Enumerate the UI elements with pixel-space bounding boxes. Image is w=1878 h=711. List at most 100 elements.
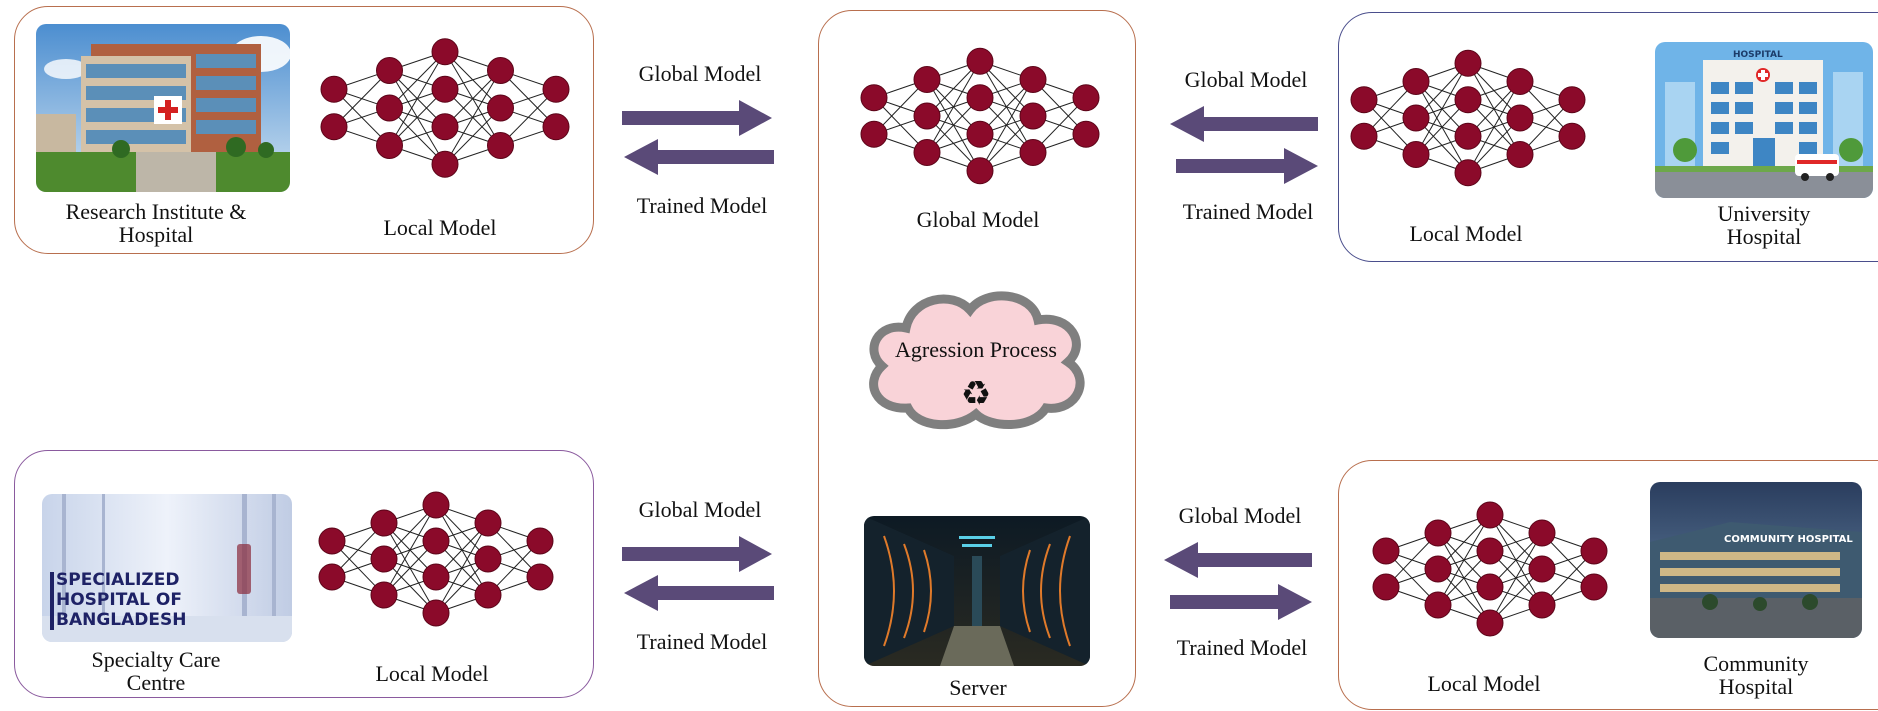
local-model-network-top-left <box>320 38 570 178</box>
arrow-pair-bottom-right <box>1164 542 1312 620</box>
network-node <box>487 94 514 122</box>
network-node <box>474 545 502 573</box>
cloud-icon <box>869 291 1085 430</box>
global-model-network <box>860 47 1100 185</box>
community-hospital-sign: COMMUNITY HOSPITAL <box>1724 534 1853 545</box>
arrow-label-global-top-left: Global Model <box>638 61 762 86</box>
network-node <box>487 57 514 84</box>
client-box-community-hospital <box>1338 460 1878 710</box>
local-model-label-top-right: Local Model <box>1409 221 1523 246</box>
network-node <box>1580 573 1608 601</box>
client-name-line-2: Hospital <box>1718 674 1794 699</box>
client-name-community-hospital: Community Hospital <box>1676 652 1836 698</box>
photo-text-bar <box>50 572 54 630</box>
network-node <box>1454 49 1482 77</box>
network-node <box>1350 86 1378 114</box>
arrow-label-trained-bottom-left: Trained Model <box>636 629 768 654</box>
network-node <box>422 599 450 627</box>
arrow-label-global-top-right: Global Model <box>1184 67 1308 92</box>
arrow-icon-to-server <box>1176 148 1318 184</box>
arrow-icon-to-client <box>1164 542 1312 578</box>
network-node <box>1454 122 1482 150</box>
network-connection <box>389 51 446 146</box>
network-node <box>1476 501 1504 529</box>
network-node <box>1528 555 1556 583</box>
network-node <box>474 581 502 609</box>
network-node <box>1476 537 1504 565</box>
network-connection <box>926 60 981 153</box>
arrow-pair-bottom-left <box>622 536 774 611</box>
global-model-label: Global Model <box>916 207 1040 232</box>
network-node <box>1454 86 1482 114</box>
network-connection <box>1467 81 1521 173</box>
local-model-network-bottom-left <box>318 491 554 627</box>
network-node <box>1372 537 1400 565</box>
network-node <box>913 102 941 130</box>
network-node <box>431 113 459 141</box>
network-node <box>526 563 554 591</box>
network-node <box>1019 66 1047 93</box>
network-node <box>370 545 398 573</box>
network-node <box>431 75 459 103</box>
client-name-line-2: Centre <box>126 670 186 695</box>
arrow-icon-to-server <box>622 100 772 136</box>
network-node <box>542 75 570 103</box>
client-name-line-1: University <box>1717 201 1811 226</box>
network-node <box>1424 555 1452 583</box>
arrow-pair-top-left <box>622 100 774 175</box>
arrow-label-global-bottom-right: Global Model <box>1178 503 1302 528</box>
arrow-label-trained-bottom-right: Trained Model <box>1176 635 1308 660</box>
network-node <box>320 113 348 141</box>
network-node <box>318 527 346 555</box>
local-model-network-top-right <box>1350 49 1586 187</box>
arrow-label-trained-top-right: Trained Model <box>1182 199 1314 224</box>
research-institute-photo <box>36 24 290 192</box>
network-node <box>422 563 450 591</box>
network-node <box>1402 104 1430 132</box>
network-connection <box>1489 532 1543 624</box>
local-model-label-bottom-right: Local Model <box>1427 671 1541 696</box>
aggregation-process-cloud: Agression Process ♻ <box>856 278 1096 438</box>
network-connection <box>444 70 501 165</box>
network-node <box>1424 519 1452 547</box>
client-name-line-2: Hospital <box>118 222 194 247</box>
recycle-icon: ♻ <box>960 374 992 414</box>
arrow-icon-to-client <box>1170 106 1318 142</box>
network-node <box>422 491 450 519</box>
photo-text-line-2: HOSPITAL OF <box>56 590 182 610</box>
photo-text-line-1: SPECIALIZED <box>56 570 180 590</box>
arrow-icon-to-client <box>624 575 774 611</box>
network-node <box>487 132 514 159</box>
network-node <box>966 120 994 148</box>
network-node <box>542 113 570 141</box>
network-node <box>1528 519 1556 547</box>
network-node <box>966 84 994 112</box>
network-node <box>1402 68 1430 95</box>
server-box <box>818 10 1136 707</box>
network-node <box>1580 537 1608 565</box>
network-node <box>860 120 888 148</box>
server-photo <box>864 516 1090 666</box>
university-hospital-photo: HOSPITAL <box>1655 42 1873 198</box>
arrow-pair-top-right <box>1170 106 1318 184</box>
network-connection <box>1415 63 1469 155</box>
specialty-care-photo: SPECIALIZED HOSPITAL OF BANGLADESH <box>42 494 292 642</box>
network-connection <box>1437 514 1491 606</box>
network-node <box>376 94 403 122</box>
client-name-line-1: Research Institute & <box>65 199 247 224</box>
network-connection <box>435 522 489 614</box>
network-node <box>1019 102 1047 130</box>
network-node <box>1019 139 1047 166</box>
network-node <box>1558 122 1586 150</box>
client-name-research-institute: Research Institute & Hospital <box>40 200 272 246</box>
aggregation-process-label: Agression Process <box>895 337 1057 362</box>
client-name-specialty-care: Specialty Care Centre <box>76 648 236 694</box>
community-hospital-photo: COMMUNITY HOSPITAL <box>1650 482 1862 638</box>
network-node <box>1506 141 1534 168</box>
client-name-line-1: Community <box>1703 651 1809 676</box>
network-node <box>913 139 941 166</box>
client-box-specialty-care <box>14 450 594 698</box>
client-name-line-1: Specialty Care <box>91 647 221 672</box>
network-node <box>860 84 888 112</box>
network-connection <box>383 504 437 596</box>
